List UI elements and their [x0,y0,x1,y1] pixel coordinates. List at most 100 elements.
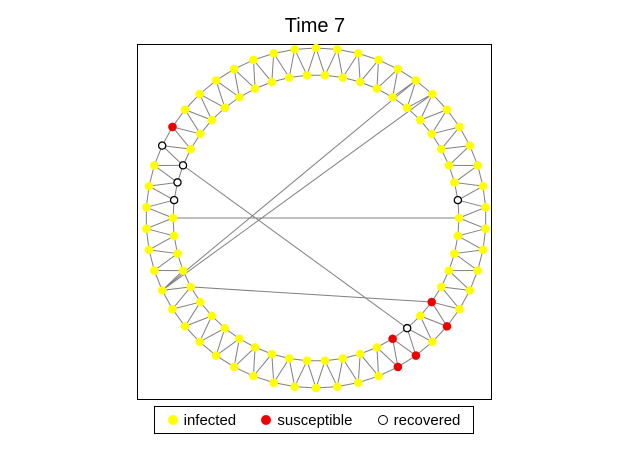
node-inner-23-infected [338,354,348,363]
node-outer-10-infected [473,161,482,170]
node-inner-2-infected [355,77,365,87]
edge [441,145,470,150]
edge [454,181,484,187]
edge [454,249,484,255]
edge [184,109,201,135]
edge [184,315,212,327]
node-outer-22-infected [374,371,383,381]
edge [146,199,175,208]
node-outer-37-infected [142,224,151,233]
node-outer-27-infected [269,378,279,387]
edge [146,228,175,237]
edge [199,93,226,109]
node-inner-41-infected [186,144,195,154]
edge [392,338,399,368]
edge [161,93,433,291]
node-outer-30-infected [211,351,221,360]
node-outer-14-infected [478,245,488,255]
legend-item-recovered: recovered [377,412,460,429]
node-outer-25-infected [311,383,321,393]
node-outer-43-infected [180,105,190,114]
node-layer [142,43,490,393]
node-inner-1-infected [338,73,348,82]
node-inner-14-infected [450,249,459,258]
edge [233,338,240,368]
edge [215,80,226,108]
edge [233,347,256,368]
node-outer-13-infected [481,224,490,233]
node-inner-34-infected [178,266,188,275]
node-outer-23-infected [353,378,363,387]
node-inner-6-infected [415,115,425,125]
node-inner-29-infected [235,334,244,344]
edge [146,217,174,230]
edge [336,49,344,78]
edge [419,93,433,121]
node-outer-42-susceptible [168,122,177,132]
node-outer-46-infected [229,64,239,74]
edge [253,59,273,83]
node-inner-43-infected [207,115,217,125]
node-inner-47-infected [267,77,277,87]
edge [315,47,326,76]
node-inner-9-infected [444,161,454,170]
edge [441,286,470,291]
node-inner-49-infected [302,70,312,80]
edge [161,80,417,291]
node-inner-27-infected [267,349,277,359]
node-outer-16-infected [465,286,475,295]
node-outer-1-infected [333,45,342,54]
legend: infected susceptible recovered [154,406,474,434]
edge [431,109,448,135]
node-outer-32-infected [180,322,190,331]
edge [148,185,175,201]
node-outer-21-susceptible [393,362,403,372]
edge [199,93,213,121]
node-inner-19-recovered [402,323,412,333]
node-outer-34-infected [157,286,167,295]
edge [454,253,478,271]
edge [357,53,361,83]
susceptible-marker [261,415,272,425]
node-inner-12-infected [454,213,464,223]
node-outer-39-infected [144,181,154,191]
chart-title: Time 7 [284,15,346,37]
node-outer-47-infected [249,55,258,65]
node-outer-45-infected [211,76,221,85]
edge [392,338,417,356]
node-outer-44-infected [195,89,204,99]
edge [162,145,191,150]
node-inner-3-infected [372,84,382,93]
edge [288,49,296,78]
node-outer-35-infected [150,266,159,275]
node-outer-3-infected [374,55,383,65]
edge [215,328,226,356]
node-outer-9-infected [465,141,475,150]
edge [199,315,213,343]
edge [172,301,201,310]
edge [294,360,308,387]
edge [454,165,478,183]
infected-marker [167,415,178,425]
edge [161,145,184,166]
edge [457,228,486,237]
node-outer-5-infected [411,76,421,85]
node-outer-8-infected [455,122,464,132]
edge [184,301,201,327]
node-inner-16-infected [437,282,446,292]
node-outer-26-infected [290,382,299,391]
edge [233,68,240,98]
edge [406,328,417,356]
edge [294,49,308,76]
node-inner-21-infected [372,343,382,352]
edge [457,185,484,201]
legend-label-infected: infected [183,411,237,429]
node-inner-11-recovered [453,195,463,205]
edge [406,93,433,109]
node-inner-44-infected [220,103,230,113]
node-inner-8-infected [437,144,446,154]
edge [172,126,192,150]
node-outer-36-infected [144,245,154,255]
node-outer-31-infected [195,337,204,347]
edge [440,126,460,150]
